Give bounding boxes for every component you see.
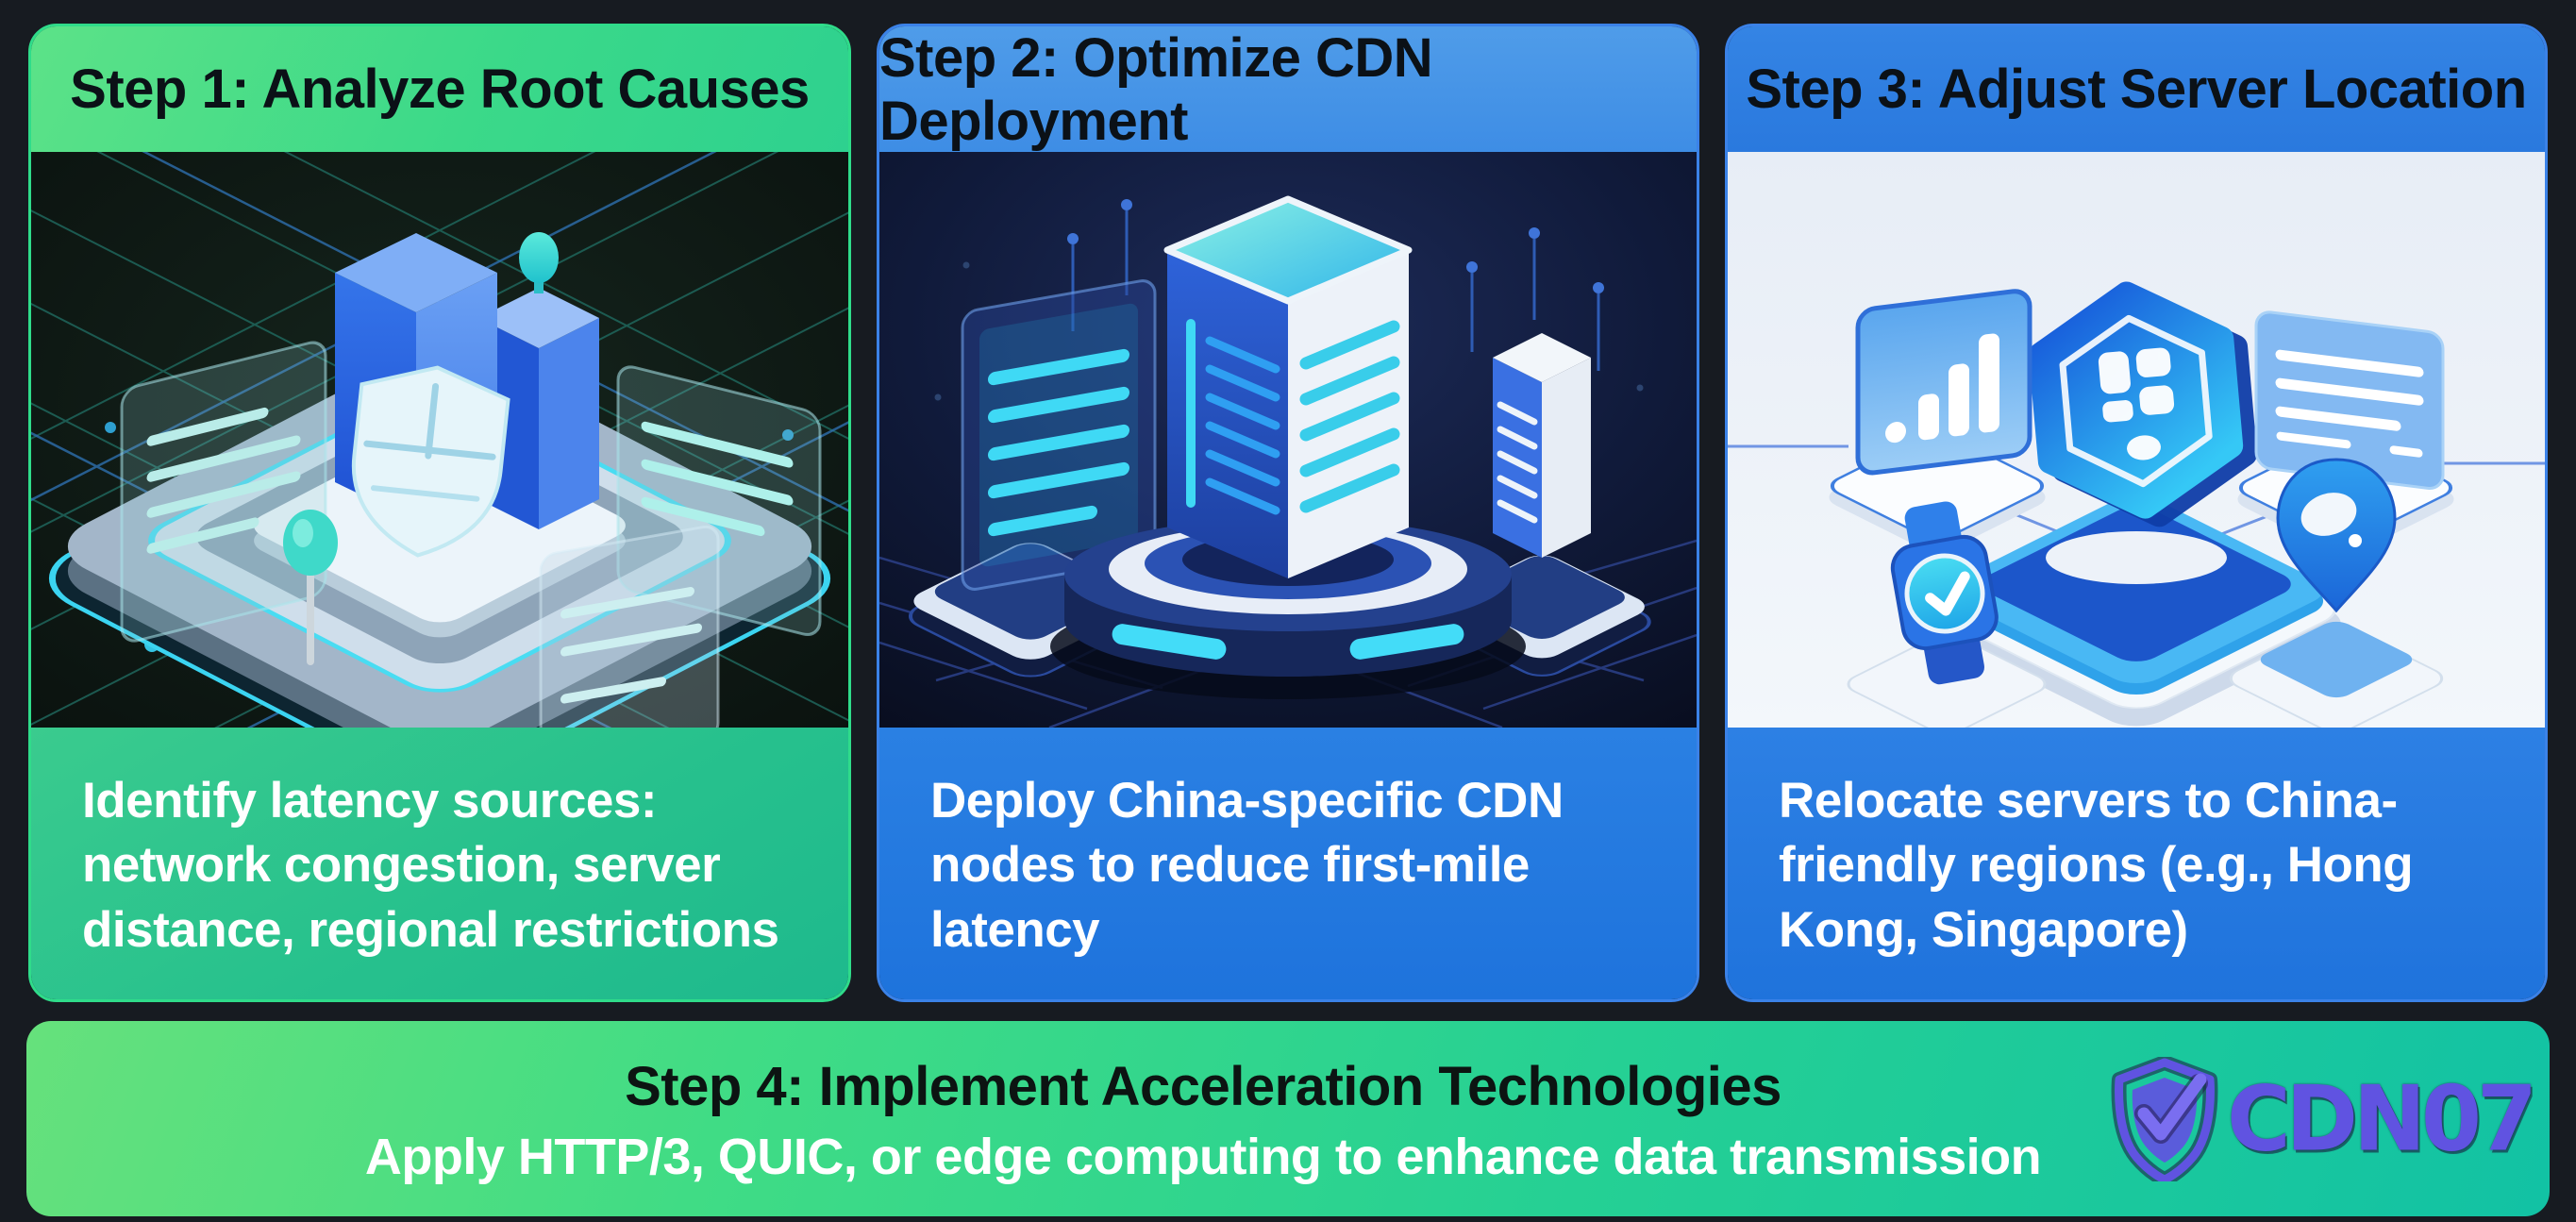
- step2-illustration-svg: [879, 152, 1697, 728]
- center-platform-icon: [1932, 495, 2341, 727]
- step3-footer: Relocate servers to China-friendly regio…: [1728, 728, 2545, 999]
- location-pin-icon: [2229, 458, 2444, 728]
- step2-footer: Deploy China-specific CDN nodes to reduc…: [879, 728, 1697, 999]
- step3-description: Relocate servers to China-friendly regio…: [1779, 773, 2414, 958]
- step4-title: Step 4: Implement Acceleration Technolog…: [625, 1056, 1781, 1117]
- brand-logo-text: CDN07: [2227, 1065, 2537, 1172]
- step1-title: Step 1: Analyze Root Causes: [70, 59, 810, 120]
- step4-banner: Step 4: Implement Acceleration Technolog…: [26, 1021, 2550, 1216]
- step4-subtitle: Apply HTTP/3, QUIC, or edge computing to…: [364, 1129, 2042, 1185]
- step3-illustration: [1728, 152, 2545, 728]
- server-tower-icon: [1163, 195, 1413, 578]
- smartwatch-icon: [1847, 501, 2047, 728]
- step1-header: Step 1: Analyze Root Causes: [31, 26, 848, 152]
- map-pin-icon: [283, 510, 338, 665]
- step4-text-block: Step 4: Implement Acceleration Technolog…: [26, 1021, 2380, 1216]
- step3-title: Step 3: Adjust Server Location: [1746, 59, 2527, 120]
- hexagon-badge-icon: [2028, 281, 2257, 527]
- step3-illustration-svg: [1728, 152, 2545, 728]
- step1-footer: Identify latency sources: network conges…: [31, 728, 848, 999]
- step2-card: Step 2: Optimize CDN Deployment: [877, 24, 1699, 1002]
- brand-logo: CDN07: [2108, 1056, 2537, 1181]
- bar-chart-panel-icon: [1829, 289, 2046, 552]
- step3-header: Step 3: Adjust Server Location: [1728, 26, 2545, 152]
- step2-illustration: [879, 152, 1697, 728]
- step2-description: Deploy China-specific CDN nodes to reduc…: [930, 773, 1564, 958]
- text-panel-icon: [120, 341, 822, 728]
- step1-description: Identify latency sources: network conges…: [82, 773, 779, 958]
- shield-icon: [351, 365, 510, 558]
- step3-card: Step 3: Adjust Server Location: [1725, 24, 2548, 1002]
- shield-check-icon: [2111, 1056, 2218, 1181]
- step2-title: Step 2: Optimize CDN Deployment: [879, 26, 1433, 152]
- step1-card: Step 1: Analyze Root Causes: [28, 24, 851, 1002]
- step1-illustration-svg: [31, 152, 848, 728]
- step1-illustration: [31, 152, 848, 728]
- step2-header: Step 2: Optimize CDN Deployment: [879, 26, 1697, 152]
